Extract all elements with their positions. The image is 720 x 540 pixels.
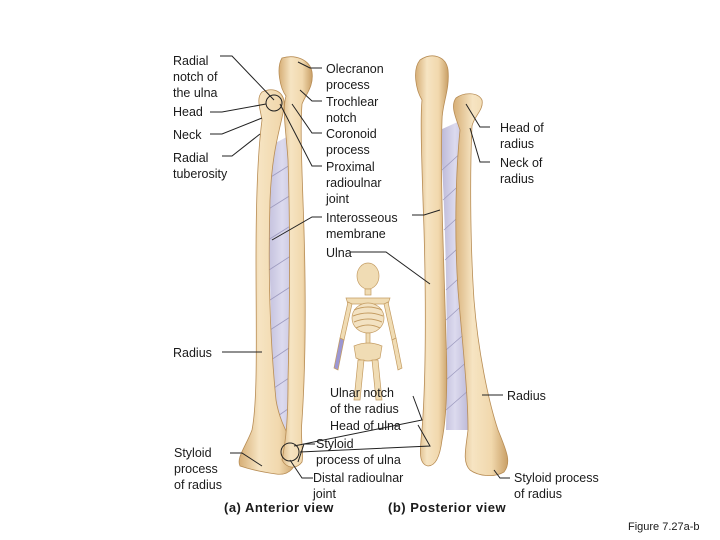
skeleton-icon <box>333 262 403 401</box>
label-interosseous-membrane: Interosseous membrane <box>326 211 398 241</box>
caption-posterior-view: (b) Posterior view <box>388 500 507 515</box>
ulna-posterior <box>415 55 449 467</box>
ulna-anterior <box>278 56 313 468</box>
label-neck: Neck <box>173 128 202 142</box>
label-olecranon-process: Olecranon process <box>326 62 384 92</box>
label-radial-tuberosity: Radial tuberosity <box>173 151 228 181</box>
label-radius-anterior: Radius <box>173 346 212 360</box>
label-coronoid-process: Coronoid process <box>326 127 377 157</box>
label-head-of-radius: Head of radius <box>500 121 544 151</box>
proximal-joint-marker <box>265 94 283 112</box>
caption-anterior-view: (a) Anterior view <box>224 500 334 515</box>
label-radius-posterior: Radius <box>507 389 546 403</box>
label-ulnar-notch: Ulnar notch of the radius <box>330 386 399 416</box>
radius-anterior <box>238 89 297 475</box>
radius-posterior <box>453 93 509 476</box>
label-radial-notch-ulna: Radial notch of the ulna <box>173 54 218 100</box>
label-styloid-process-ulna: Styloid process of ulna <box>316 437 401 467</box>
label-ulna: Ulna <box>326 246 352 260</box>
label-proximal-radioulnar-joint: Proximal radioulnar joint <box>326 160 382 206</box>
label-trochlear-notch: Trochlear notch <box>326 95 379 125</box>
label-head: Head <box>173 105 203 119</box>
leader-lines <box>210 55 510 479</box>
label-styloid-process-radius-posterior: Styloid process of radius <box>514 471 599 501</box>
label-head-of-ulna: Head of ulna <box>330 419 401 433</box>
figure-number: Figure 7.27a-b <box>628 521 700 533</box>
label-neck-of-radius: Neck of radius <box>500 156 543 186</box>
distal-joint-marker <box>280 442 300 462</box>
posterior-view-bones <box>415 55 509 476</box>
label-distal-radioulnar-joint: Distal radioulnar joint <box>313 471 404 501</box>
label-styloid-process-radius-anterior: Styloid process of radius <box>174 446 222 492</box>
anterior-view-bones <box>238 56 313 475</box>
